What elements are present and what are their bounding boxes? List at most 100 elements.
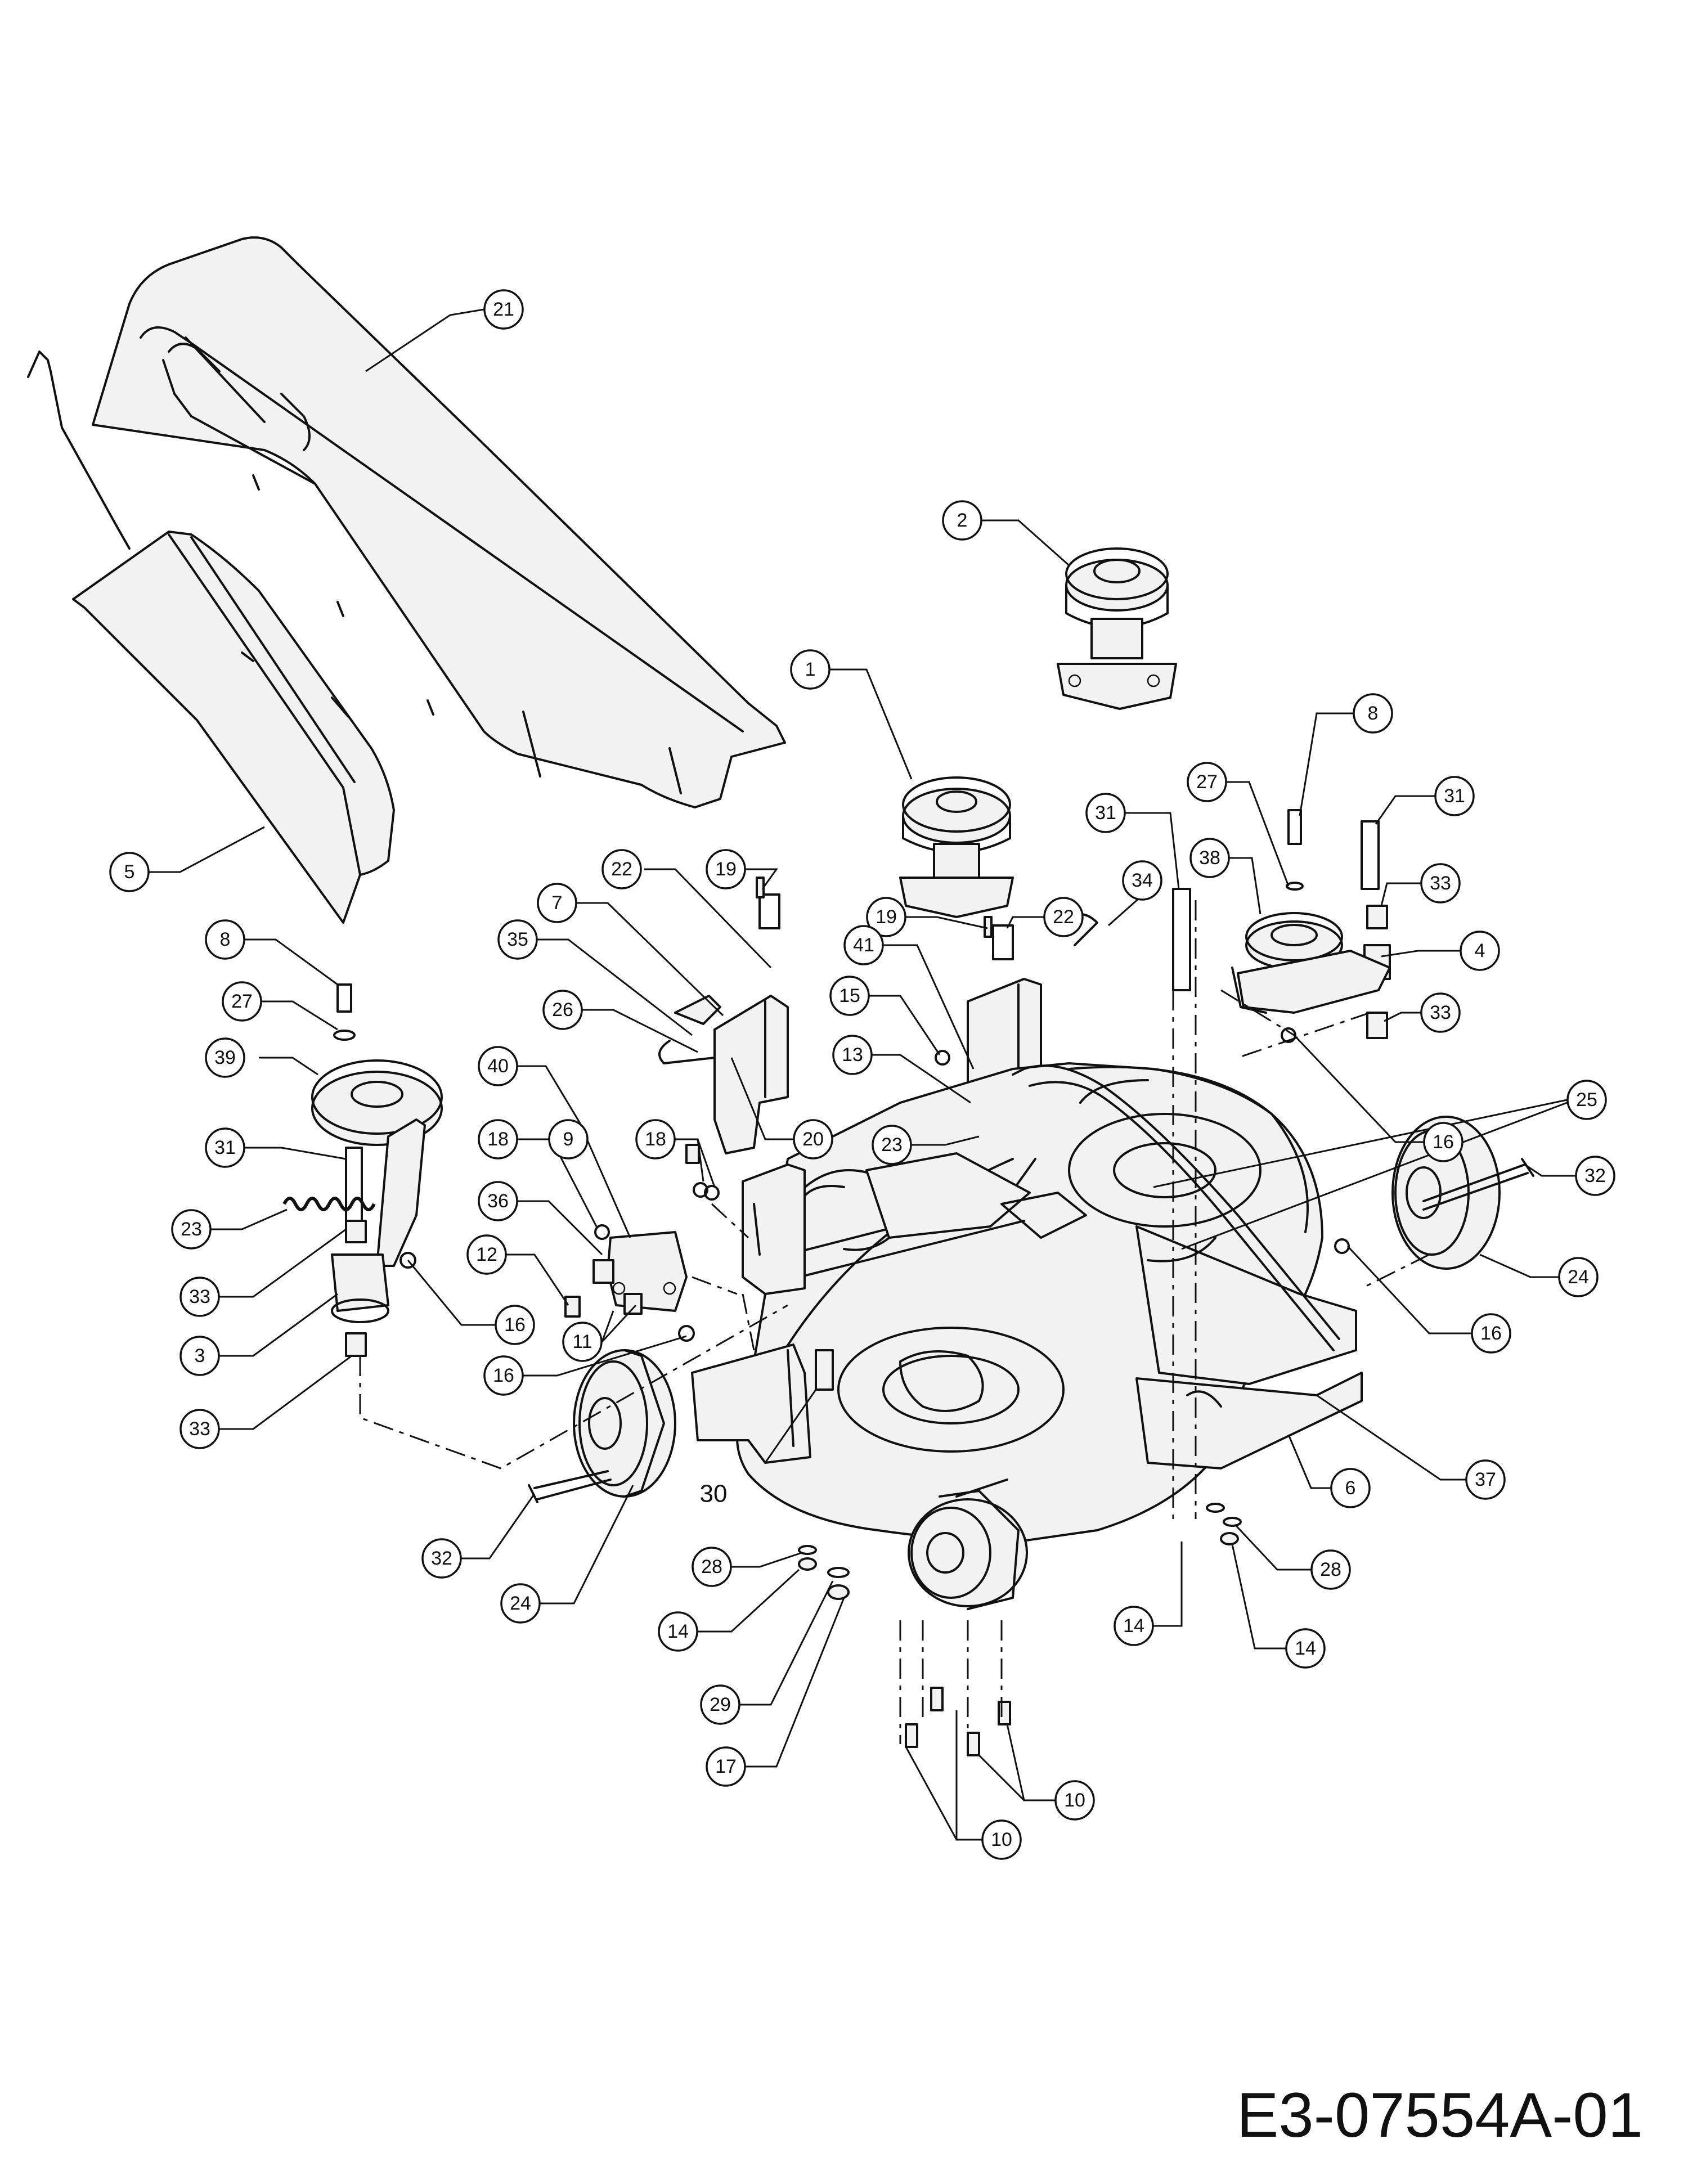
callout-circle xyxy=(483,1355,524,1396)
callout-circle xyxy=(1330,1468,1371,1508)
callout-circle xyxy=(537,883,577,923)
callout-c31b: 31 xyxy=(1085,793,1126,833)
callout-number: 28 xyxy=(1320,1559,1341,1580)
callout-c27a: 27 xyxy=(1187,762,1227,802)
callout-number: 14 xyxy=(1123,1615,1144,1637)
callout-c10b: 10 xyxy=(1054,1780,1095,1821)
callout-circle xyxy=(421,1538,462,1579)
callout-c23a: 23 xyxy=(171,1209,212,1250)
callout-c14c: 14 xyxy=(658,1611,698,1652)
callout-c8a: 8 xyxy=(1353,693,1393,734)
callout-c36: 36 xyxy=(478,1181,518,1221)
callout-circle xyxy=(1189,838,1230,878)
callout-c40: 40 xyxy=(478,1046,518,1086)
wheel-bolt-left xyxy=(528,1470,612,1503)
callout-circle xyxy=(1460,931,1500,971)
callout-circle xyxy=(1353,693,1393,734)
callout-c31c: 31 xyxy=(205,1127,245,1168)
callout-c24b: 24 xyxy=(500,1583,541,1624)
callout-number: 31 xyxy=(1444,785,1465,807)
callout-number: 3 xyxy=(195,1345,205,1367)
callout-number: 27 xyxy=(231,991,253,1012)
gauge-wheel-left xyxy=(573,1349,676,1498)
callout-number: 36 xyxy=(487,1190,509,1212)
callout-number: 14 xyxy=(1295,1638,1316,1659)
callout-circle xyxy=(872,1125,912,1165)
callout-c24a: 24 xyxy=(1558,1257,1599,1297)
callout-number: 19 xyxy=(715,859,737,880)
callout-number: 16 xyxy=(493,1365,514,1386)
discharge-chute xyxy=(92,236,786,808)
deflector-rod xyxy=(27,350,131,550)
callout-circle xyxy=(1575,1156,1615,1196)
callout-number: 5 xyxy=(124,861,135,883)
callout-circle xyxy=(483,289,524,330)
bracket-7 xyxy=(658,893,789,1154)
callout-number: 12 xyxy=(476,1244,497,1265)
callout-circle xyxy=(466,1234,507,1275)
callout-c41: 41 xyxy=(843,925,884,965)
callout-number: 13 xyxy=(842,1044,863,1066)
callout-c19b: 19 xyxy=(866,897,906,937)
callout-number: 39 xyxy=(214,1047,236,1068)
callout-circle xyxy=(205,1037,245,1078)
callout-number: 33 xyxy=(1430,1002,1451,1023)
callout-circle xyxy=(1043,897,1084,937)
callout-circle xyxy=(497,919,538,960)
callout-c10a: 10 xyxy=(981,1819,1022,1860)
callout-c32a: 32 xyxy=(1575,1156,1615,1196)
callout-c18a: 18 xyxy=(478,1119,518,1160)
callout-c33a: 33 xyxy=(1420,863,1461,904)
callout-c21: 21 xyxy=(483,289,524,330)
callout-circle xyxy=(981,1819,1022,1860)
callout-circle xyxy=(179,1409,220,1449)
callout-circle xyxy=(222,981,262,1022)
callout-circle xyxy=(601,849,642,889)
callout-number: 28 xyxy=(701,1556,722,1578)
callout-number: 37 xyxy=(1475,1469,1496,1490)
callout-number: 22 xyxy=(1053,906,1074,928)
callout-circle xyxy=(793,1119,833,1160)
callout-circle xyxy=(1566,1080,1607,1120)
deflector-shield xyxy=(72,531,395,924)
gauge-wheel-front xyxy=(908,1479,1028,1610)
callout-number: 16 xyxy=(1480,1323,1502,1344)
callout-circle xyxy=(942,500,982,541)
callout-number: 19 xyxy=(876,906,897,928)
front-bracket xyxy=(691,1343,834,1464)
callout-circle xyxy=(1471,1313,1511,1354)
callout-circle xyxy=(478,1046,518,1086)
callout-number: 8 xyxy=(1368,703,1379,724)
callout-number: 34 xyxy=(1132,870,1153,891)
callout-c23b: 23 xyxy=(872,1125,912,1165)
leader-lines xyxy=(149,308,1575,1841)
callout-c28b: 28 xyxy=(692,1547,732,1587)
callout-number: 24 xyxy=(510,1593,531,1614)
callout-circle xyxy=(495,1305,535,1345)
callout-number: 35 xyxy=(507,929,528,950)
callout-c25: 25 xyxy=(1566,1080,1607,1120)
callout-circle xyxy=(171,1209,212,1250)
callout-circle xyxy=(832,1035,873,1075)
callout-c22b: 22 xyxy=(1043,897,1084,937)
callout-c18b: 18 xyxy=(635,1119,676,1160)
callout-c16c: 16 xyxy=(483,1355,524,1396)
callout-circle xyxy=(478,1181,518,1221)
callout-circle xyxy=(109,852,150,892)
callout-number: 11 xyxy=(572,1331,592,1352)
callout-c16d: 16 xyxy=(495,1305,535,1345)
callout-number: 23 xyxy=(181,1219,202,1240)
callout-number: 9 xyxy=(563,1129,574,1150)
callout-circle xyxy=(635,1119,676,1160)
callout-circle xyxy=(706,1746,746,1787)
callout-c35: 35 xyxy=(497,919,538,960)
callout-number: 38 xyxy=(1199,847,1220,869)
callout-number: 16 xyxy=(504,1314,526,1336)
plate-40 xyxy=(592,1231,688,1312)
callout-number: 10 xyxy=(991,1829,1012,1850)
callout-number: 1 xyxy=(805,659,816,680)
callout-c33c: 33 xyxy=(179,1409,220,1449)
callout-number: 22 xyxy=(611,859,632,880)
callout-number: 20 xyxy=(802,1129,824,1150)
